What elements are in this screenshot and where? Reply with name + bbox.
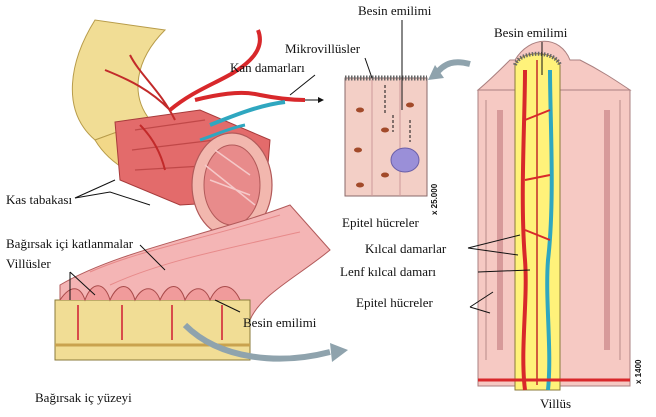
- scale-label-villus: x 1400: [634, 360, 643, 384]
- scale-label-cells: x 25.000: [430, 184, 439, 215]
- label-mikrovillusler: Mikrovillüsler: [285, 42, 360, 56]
- villus-drawing: [478, 41, 630, 390]
- label-kan-damarlari: Kan damarları: [230, 61, 305, 75]
- label-epitel-hucreler-center: Epitel hücreler: [342, 216, 419, 230]
- label-lenf-kilcal-damari: Lenf kılcal damarı: [340, 265, 436, 279]
- label-kas-tabakasi: Kas tabakası: [6, 193, 72, 207]
- label-epitel-hucreler-right: Epitel hücreler: [356, 296, 433, 310]
- label-villus: Villüs: [540, 397, 571, 411]
- label-kilcal-damarlar: Kılcal damarlar: [365, 242, 446, 256]
- label-besin-emilimi-top: Besin emilimi: [358, 4, 431, 18]
- label-villusler: Villüsler: [6, 257, 51, 271]
- label-katlanmalar: Bağırsak içi katlanmalar: [6, 237, 133, 251]
- label-besin-emilimi-left: Besin emilimi: [243, 316, 316, 330]
- label-besin-emilimi-right: Besin emilimi: [494, 26, 567, 40]
- label-bagirsak-ic-yuzeyi: Bağırsak iç yüzeyi: [35, 391, 132, 405]
- epithelial-cell-panel: [345, 78, 427, 196]
